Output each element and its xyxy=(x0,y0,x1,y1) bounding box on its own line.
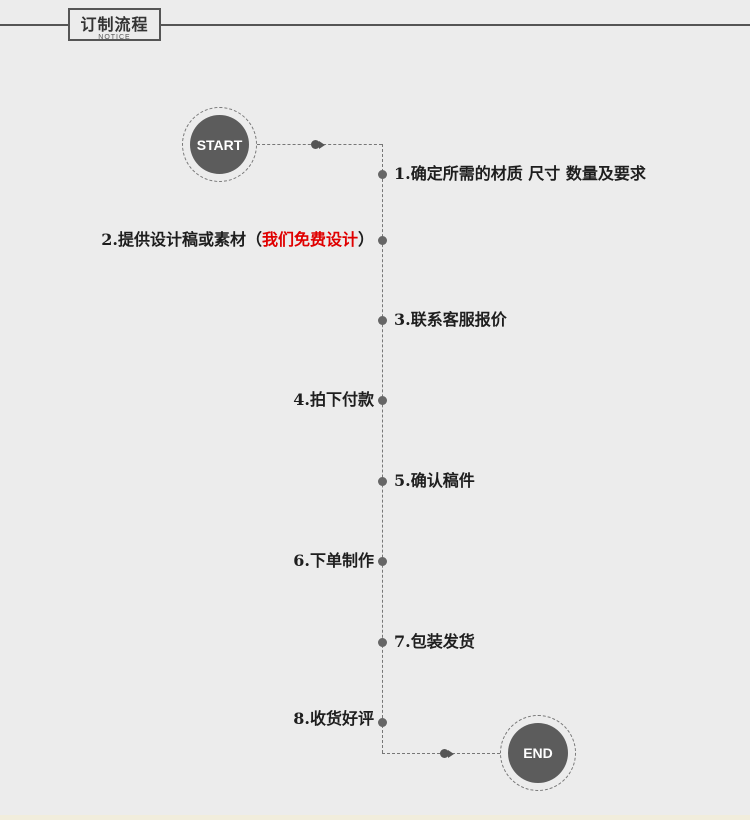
page-title: 订制流程 xyxy=(80,15,149,34)
start-node: START xyxy=(190,115,249,174)
step-2-text: 2.提供设计稿或素材（ xyxy=(101,230,262,249)
step-1-label: 1.确定所需的材质 尺寸 数量及要求 xyxy=(394,164,646,183)
end-arrow-dot xyxy=(440,749,449,758)
end-node: END xyxy=(508,723,568,783)
start-arrow-dot xyxy=(311,140,320,149)
step-5-dot xyxy=(378,477,387,486)
step-4-dot xyxy=(378,396,387,405)
step-8-label: 8.收货好评 xyxy=(293,709,374,728)
step-2-text-end: ） xyxy=(357,230,374,249)
header-rule-left xyxy=(0,24,68,26)
step-2-highlight: 我们免费设计 xyxy=(261,230,358,249)
header-rule-right xyxy=(161,24,750,26)
start-ring xyxy=(182,107,257,182)
step-1-dot xyxy=(378,170,387,179)
step-5-label: 5.确认稿件 xyxy=(394,471,475,490)
step-4-label: 4.拍下付款 xyxy=(293,390,374,409)
start-arrow-icon xyxy=(319,141,325,149)
end-ring xyxy=(500,715,576,791)
step-8-dot xyxy=(378,718,387,727)
step-3-label: 3.联系客服报价 xyxy=(394,310,507,329)
step-7-label: 7.包装发货 xyxy=(394,632,475,651)
end-arrow-icon xyxy=(448,750,454,758)
step-6-dot xyxy=(378,557,387,566)
timeline-line xyxy=(382,144,383,753)
step-7-dot xyxy=(378,638,387,647)
step-6-label: 6.下单制作 xyxy=(293,551,374,570)
header-badge: 订制流程 NOTICE xyxy=(68,8,161,41)
page-subtitle: NOTICE xyxy=(98,34,131,41)
bottom-strip xyxy=(0,815,750,820)
step-3-dot xyxy=(378,316,387,325)
step-2-label: 2.提供设计稿或素材（我们免费设计） xyxy=(101,230,374,250)
step-2-dot xyxy=(378,236,387,245)
